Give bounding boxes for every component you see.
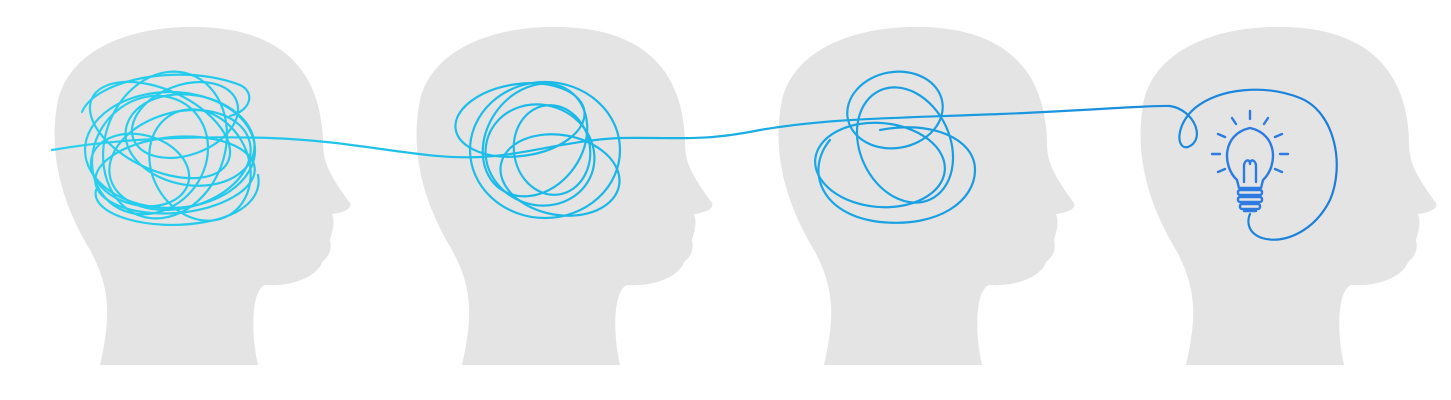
bulb-rays — [1210, 109, 1290, 174]
lightbulb-icon — [1210, 109, 1290, 213]
tangled-thread-head-3 — [814, 70, 977, 224]
tangled-thread-head-2 — [454, 80, 622, 220]
bulb-base — [1236, 188, 1264, 213]
bulb-filament — [1242, 159, 1258, 184]
head-silhouette-4 — [1140, 26, 1437, 365]
head-silhouettes — [54, 26, 1437, 365]
connecting-thread — [50, 104, 1172, 159]
tangled-thread-head-1 — [80, 70, 260, 226]
thread-around-bulb — [1168, 88, 1338, 241]
head-silhouette-2 — [416, 26, 713, 365]
bulb-glass — [1225, 126, 1275, 190]
